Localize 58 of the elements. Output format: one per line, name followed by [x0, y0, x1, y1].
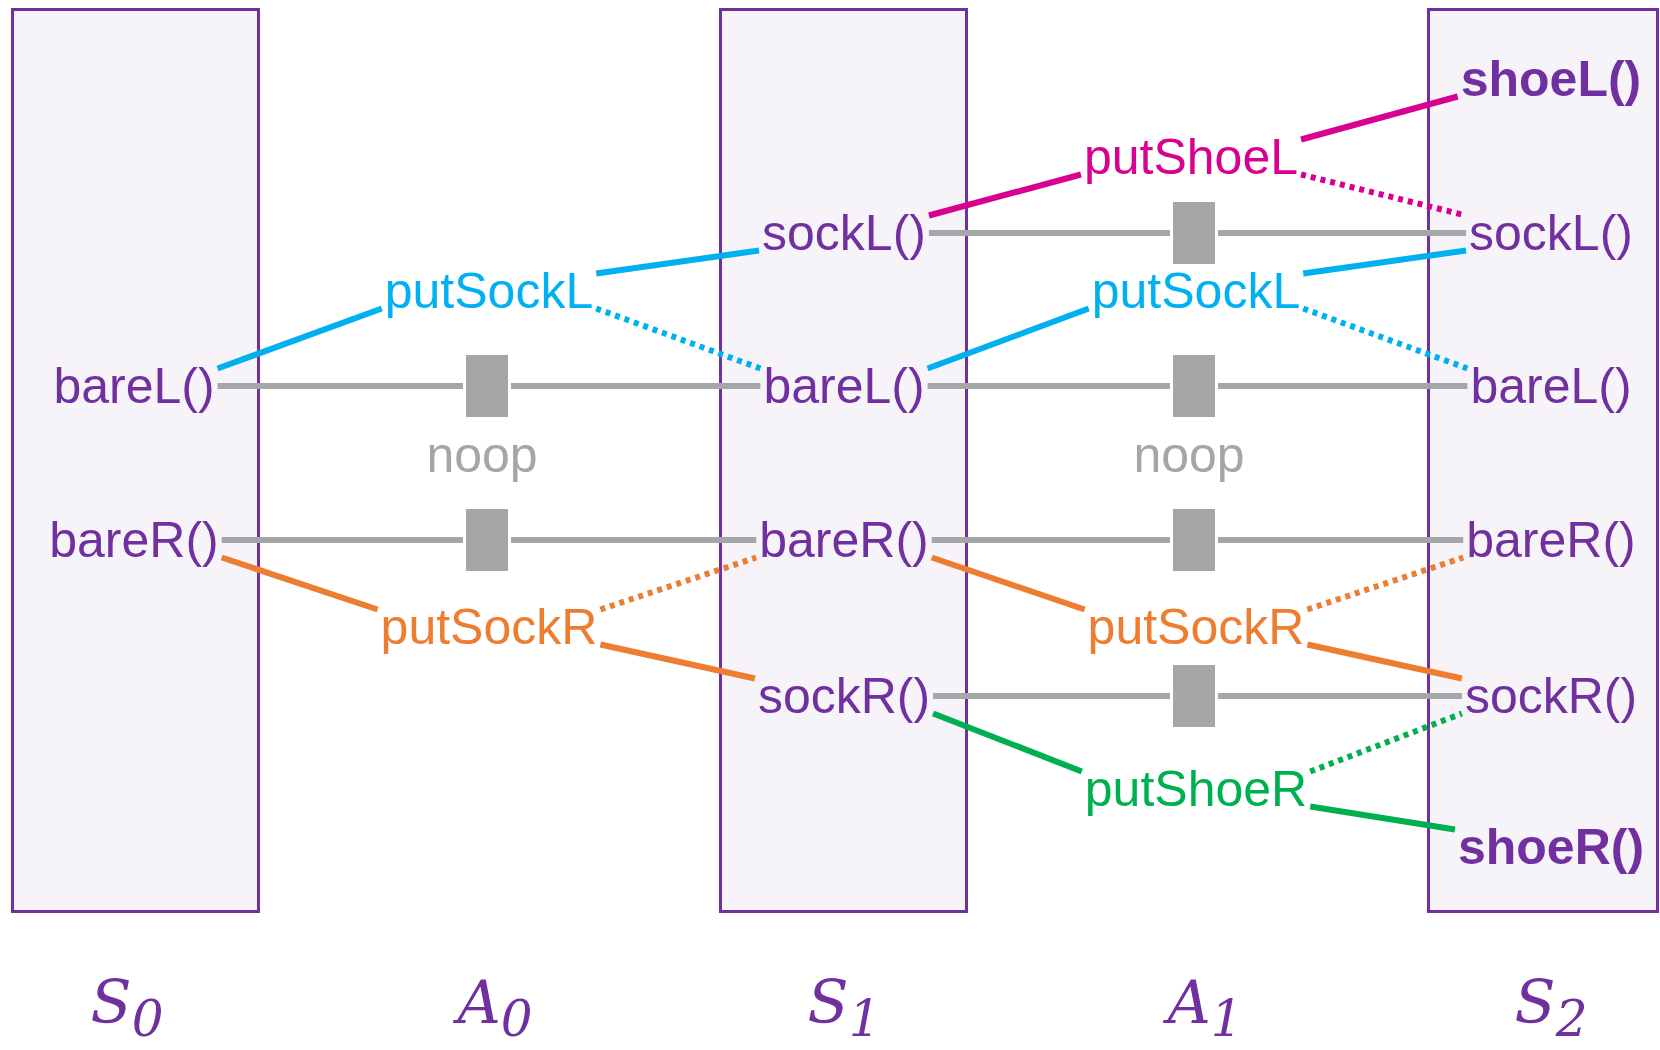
fact-label: bareR(): [49, 512, 219, 568]
connector-line: [928, 171, 1082, 219]
action-label: putSockR: [380, 599, 598, 655]
fact-label: bareL(): [1470, 358, 1632, 414]
connector-line: [216, 305, 383, 372]
connector-line: [1309, 803, 1456, 833]
connector-line: [595, 247, 760, 277]
dotted-connector-line: [595, 305, 762, 372]
connector-line: [928, 230, 1170, 236]
action-label: putSockL: [1091, 263, 1301, 319]
connector-line: [220, 554, 379, 613]
fact-label: shoeL(): [1460, 51, 1642, 107]
noop-label: noop: [426, 427, 538, 483]
connector-line: [511, 383, 761, 389]
layer-heading: S$_{0}$: [90, 969, 164, 1047]
noop-block: [1173, 665, 1215, 727]
action-label: putShoeR: [1084, 761, 1308, 817]
action-label: putShoeL: [1083, 129, 1299, 185]
dotted-connector-line: [1306, 554, 1465, 613]
fact-label: shoeR(): [1457, 819, 1645, 875]
connector-line: [1218, 537, 1464, 543]
connector-line: [1218, 693, 1462, 699]
connector-line: [217, 383, 463, 389]
connector-line: [1218, 230, 1467, 236]
connector-line: [221, 537, 463, 543]
dotted-connector-line: [599, 554, 758, 613]
noop-block: [1173, 509, 1215, 571]
connector-line: [1306, 641, 1463, 682]
connector-line: [511, 537, 757, 543]
connector-line: [927, 383, 1170, 389]
connector-line: [1218, 383, 1468, 389]
action-label: putSockR: [1087, 599, 1305, 655]
fact-label: sockR(): [1464, 668, 1638, 724]
connector-line: [932, 710, 1083, 775]
noop-block: [1173, 355, 1215, 417]
connector-line: [933, 693, 1170, 699]
fact-label: sockL(): [1469, 205, 1633, 261]
fact-label: sockL(): [762, 205, 926, 261]
dotted-connector-line: [1302, 305, 1469, 372]
noop-block: [466, 509, 508, 571]
connector-line: [931, 537, 1170, 543]
connector-line: [926, 305, 1090, 372]
fact-label: bareL(): [53, 358, 215, 414]
connector-line: [1300, 93, 1459, 143]
noop-label: noop: [1133, 427, 1245, 483]
fact-label: bareR(): [759, 512, 929, 568]
action-label: putSockL: [384, 263, 594, 319]
noop-block: [1173, 202, 1215, 264]
fact-label: bareL(): [763, 358, 925, 414]
layer-heading: S$_{2}$: [1514, 969, 1588, 1047]
connector-line: [930, 554, 1086, 613]
connector-line: [599, 641, 756, 682]
dotted-connector-line: [1309, 710, 1463, 775]
noop-block: [466, 355, 508, 417]
connector-line: [1302, 247, 1467, 277]
fact-label: sockR(): [757, 668, 931, 724]
layer-heading: S$_{1}$: [807, 969, 881, 1047]
fact-label: bareR(): [1466, 512, 1636, 568]
